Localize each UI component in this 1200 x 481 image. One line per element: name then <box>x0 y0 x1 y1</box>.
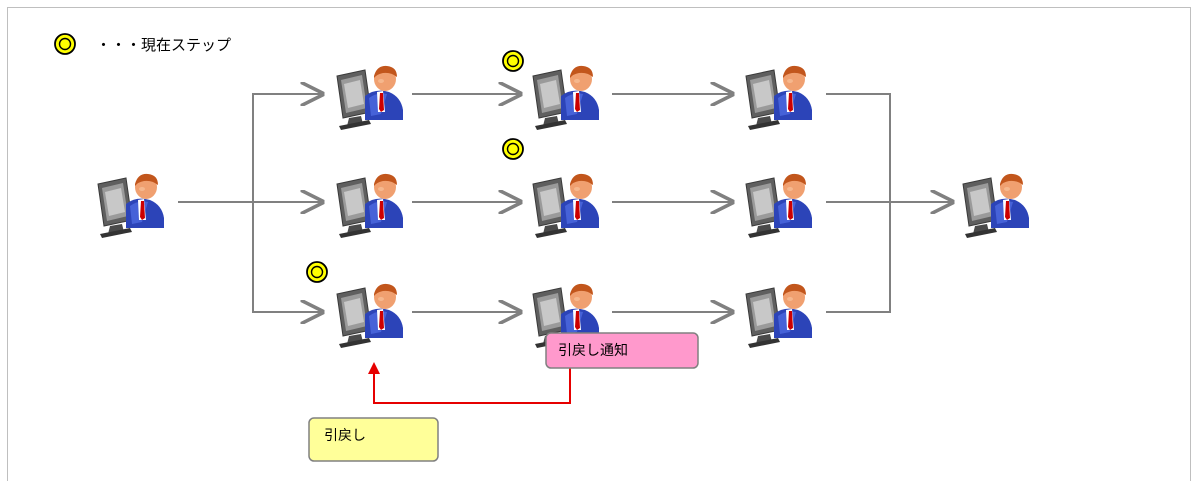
user-at-computer-icon <box>745 65 813 131</box>
return-label: 引戻し <box>324 428 366 444</box>
node-r2c1 <box>336 173 404 239</box>
current-step-marker-r2c2 <box>502 138 524 160</box>
node-r1c2 <box>532 65 600 131</box>
node-r3c3 <box>745 283 813 349</box>
node-end <box>962 173 1030 239</box>
connectors <box>178 94 952 312</box>
connector-start-row3 <box>252 202 322 312</box>
user-at-computer-icon <box>336 65 404 131</box>
return-note: 引戻し <box>308 417 439 462</box>
node-start <box>97 173 165 239</box>
user-at-computer-icon <box>532 65 600 131</box>
return-notice-note: 引戻し通知 <box>545 332 699 369</box>
user-at-computer-icon <box>532 173 600 239</box>
return-path <box>368 362 571 404</box>
node-r3c1 <box>336 283 404 349</box>
diagram-frame <box>7 7 1191 481</box>
return-arrowhead <box>368 362 380 374</box>
connector-start-row1 <box>252 94 322 202</box>
return-line <box>373 365 571 404</box>
current-step-marker-r1c2 <box>502 50 524 72</box>
current-step-marker-r3c1 <box>306 261 328 283</box>
user-at-computer-icon <box>962 173 1030 239</box>
current-step-marker-icon <box>54 33 76 55</box>
user-at-computer-icon <box>745 173 813 239</box>
node-r1c1 <box>336 65 404 131</box>
user-at-computer-icon <box>336 283 404 349</box>
user-at-computer-icon <box>97 173 165 239</box>
return-notice-label: 引戻し通知 <box>558 342 628 359</box>
node-r1c3 <box>745 65 813 131</box>
node-r2c2 <box>532 173 600 239</box>
legend: ・・・現在ステップ <box>54 33 231 55</box>
user-at-computer-icon <box>745 283 813 349</box>
node-r2c3 <box>745 173 813 239</box>
legend-label: ・・・現在ステップ <box>96 36 231 54</box>
user-at-computer-icon <box>336 173 404 239</box>
